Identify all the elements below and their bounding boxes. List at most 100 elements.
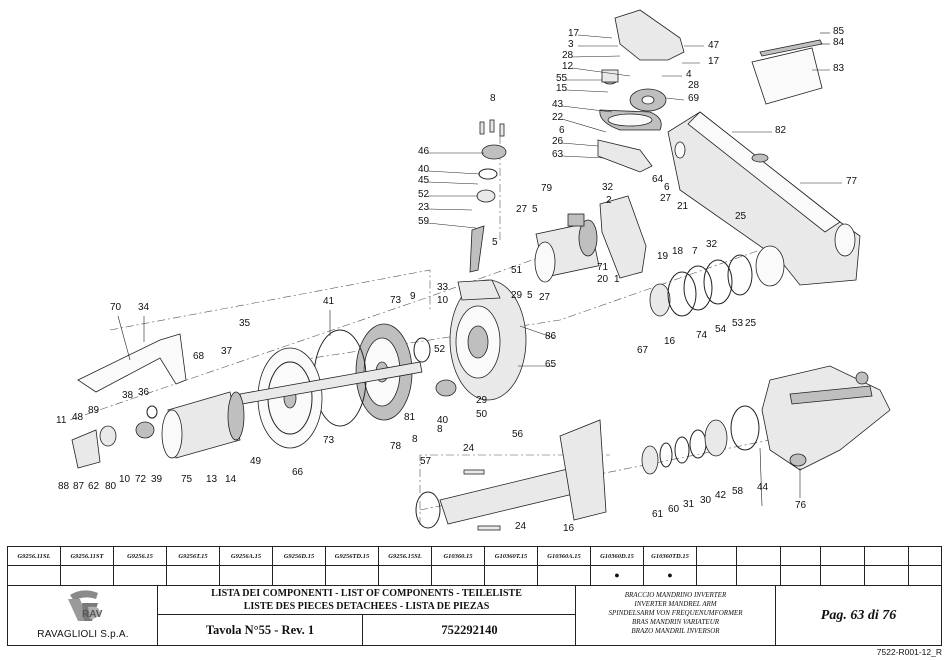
callout-57: 57 bbox=[420, 456, 432, 467]
callout-84: 84 bbox=[833, 37, 845, 48]
model-marks-row: ●● bbox=[8, 565, 941, 586]
callout-63: 63 bbox=[552, 149, 564, 160]
ravaglioli-logo-icon: RAV bbox=[68, 590, 103, 621]
callout-38: 38 bbox=[122, 390, 134, 401]
model-mark-cell bbox=[220, 565, 273, 585]
callout-27: 27 bbox=[660, 193, 672, 204]
model-mark-cell bbox=[8, 565, 61, 585]
callout-4: 4 bbox=[686, 69, 692, 80]
callout-59: 59 bbox=[418, 216, 430, 227]
callout-32: 32 bbox=[706, 239, 718, 250]
callout-32: 32 bbox=[602, 182, 614, 193]
callout-35: 35 bbox=[239, 318, 251, 329]
callout-27: 27 bbox=[516, 204, 528, 215]
pin-parts bbox=[463, 469, 501, 531]
callout-27: 27 bbox=[539, 292, 551, 303]
model-code-cell bbox=[865, 547, 909, 565]
model-code-cell bbox=[781, 547, 821, 565]
callout-71: 71 bbox=[597, 262, 609, 273]
callout-68: 68 bbox=[193, 351, 205, 362]
model-mark-cell bbox=[432, 565, 485, 585]
callout-34: 34 bbox=[138, 302, 150, 313]
model-mark-cell bbox=[781, 565, 821, 585]
exploded-parts-diagram: 1732812551543226266347174286985848382776… bbox=[56, 9, 891, 534]
callout-56: 56 bbox=[512, 429, 524, 440]
callout-17: 17 bbox=[708, 56, 720, 67]
model-mark-cell bbox=[697, 565, 737, 585]
model-code-cell bbox=[737, 547, 781, 565]
callout-5: 5 bbox=[532, 204, 538, 215]
model-code-cell bbox=[697, 547, 737, 565]
callout-44: 44 bbox=[757, 482, 769, 493]
callout-28: 28 bbox=[562, 50, 574, 61]
svg-text:RAV: RAV bbox=[82, 609, 103, 620]
callout-45: 45 bbox=[418, 175, 430, 186]
callout-25: 25 bbox=[745, 318, 757, 329]
callout-74: 74 bbox=[696, 330, 708, 341]
callout-60: 60 bbox=[668, 504, 680, 515]
callout-54: 54 bbox=[715, 324, 727, 335]
callout-14: 14 bbox=[225, 474, 237, 485]
callout-28: 28 bbox=[688, 80, 700, 91]
callout-77: 77 bbox=[846, 176, 858, 187]
callout-50: 50 bbox=[476, 409, 488, 420]
table-number: Tavola N°55 - Rev. 1 bbox=[158, 615, 363, 646]
callout-5: 5 bbox=[492, 237, 498, 248]
callout-76: 76 bbox=[795, 500, 807, 511]
callout-22: 22 bbox=[552, 112, 564, 123]
model-code-cell: G9256.11SL bbox=[8, 547, 61, 565]
callout-41: 41 bbox=[323, 296, 335, 307]
callout-40: 40 bbox=[437, 415, 449, 426]
model-mark-cell: ● bbox=[644, 565, 697, 585]
callout-23: 23 bbox=[418, 202, 430, 213]
model-code-cell: G9256.11ST bbox=[61, 547, 114, 565]
callout-6: 6 bbox=[559, 125, 565, 136]
model-code-cell: G10360D.15 bbox=[591, 547, 644, 565]
callout-83: 83 bbox=[833, 63, 845, 74]
model-code-cell: G10360T.15 bbox=[485, 547, 538, 565]
callout-88: 88 bbox=[58, 481, 70, 492]
callout-75: 75 bbox=[181, 474, 193, 485]
callout-9: 9 bbox=[410, 291, 416, 302]
guard-cover-part bbox=[77, 333, 187, 393]
callout-16: 16 bbox=[664, 336, 676, 347]
callout-8: 8 bbox=[490, 93, 496, 104]
callout-40: 40 bbox=[418, 164, 430, 175]
callout-67: 67 bbox=[637, 345, 649, 356]
model-mark-cell bbox=[273, 565, 326, 585]
model-code-cell: G9256.15SL bbox=[379, 547, 432, 565]
model-mark-cell bbox=[167, 565, 220, 585]
callout-82: 82 bbox=[775, 125, 787, 136]
hub-small-parts bbox=[71, 405, 158, 469]
model-mark-cell: ● bbox=[591, 565, 644, 585]
callout-6: 6 bbox=[664, 182, 670, 193]
callout-70: 70 bbox=[110, 302, 122, 313]
model-code-cell bbox=[821, 547, 865, 565]
description-line-es: BRAZO MANDRIL INVERSOR bbox=[631, 627, 720, 635]
callout-13: 13 bbox=[206, 474, 218, 485]
description-line-it: BRACCIO MANDRINO INVERTER bbox=[624, 591, 727, 599]
callout-64: 64 bbox=[652, 174, 664, 185]
callout-7: 7 bbox=[692, 246, 698, 257]
inverter-arm-housing bbox=[667, 111, 861, 287]
callout-26: 26 bbox=[552, 136, 564, 147]
callout-3: 3 bbox=[568, 39, 574, 50]
callout-8: 8 bbox=[437, 424, 443, 435]
callout-55: 55 bbox=[556, 73, 568, 84]
callout-11: 11 bbox=[56, 415, 67, 426]
callout-leaders bbox=[117, 32, 842, 507]
model-code-cell: G9256A.15 bbox=[220, 547, 273, 565]
callout-86: 86 bbox=[545, 331, 557, 342]
spindle-head-part bbox=[761, 365, 891, 471]
title-line-1: LISTA DEI COMPONENTI - LIST OF COMPONENT… bbox=[211, 588, 522, 599]
callout-73: 73 bbox=[323, 435, 335, 446]
model-mark-cell bbox=[114, 565, 167, 585]
pulley-belt-assembly bbox=[599, 69, 667, 131]
callout-78: 78 bbox=[390, 441, 402, 452]
model-code-cell: G9256D.15 bbox=[273, 547, 326, 565]
callout-66: 66 bbox=[292, 467, 304, 478]
callout-17: 17 bbox=[568, 28, 580, 39]
callout-30: 30 bbox=[700, 495, 712, 506]
callout-33: 33 bbox=[437, 282, 449, 293]
description-line-fr: BRAS MANDRIN VARIATEUR bbox=[631, 618, 720, 626]
